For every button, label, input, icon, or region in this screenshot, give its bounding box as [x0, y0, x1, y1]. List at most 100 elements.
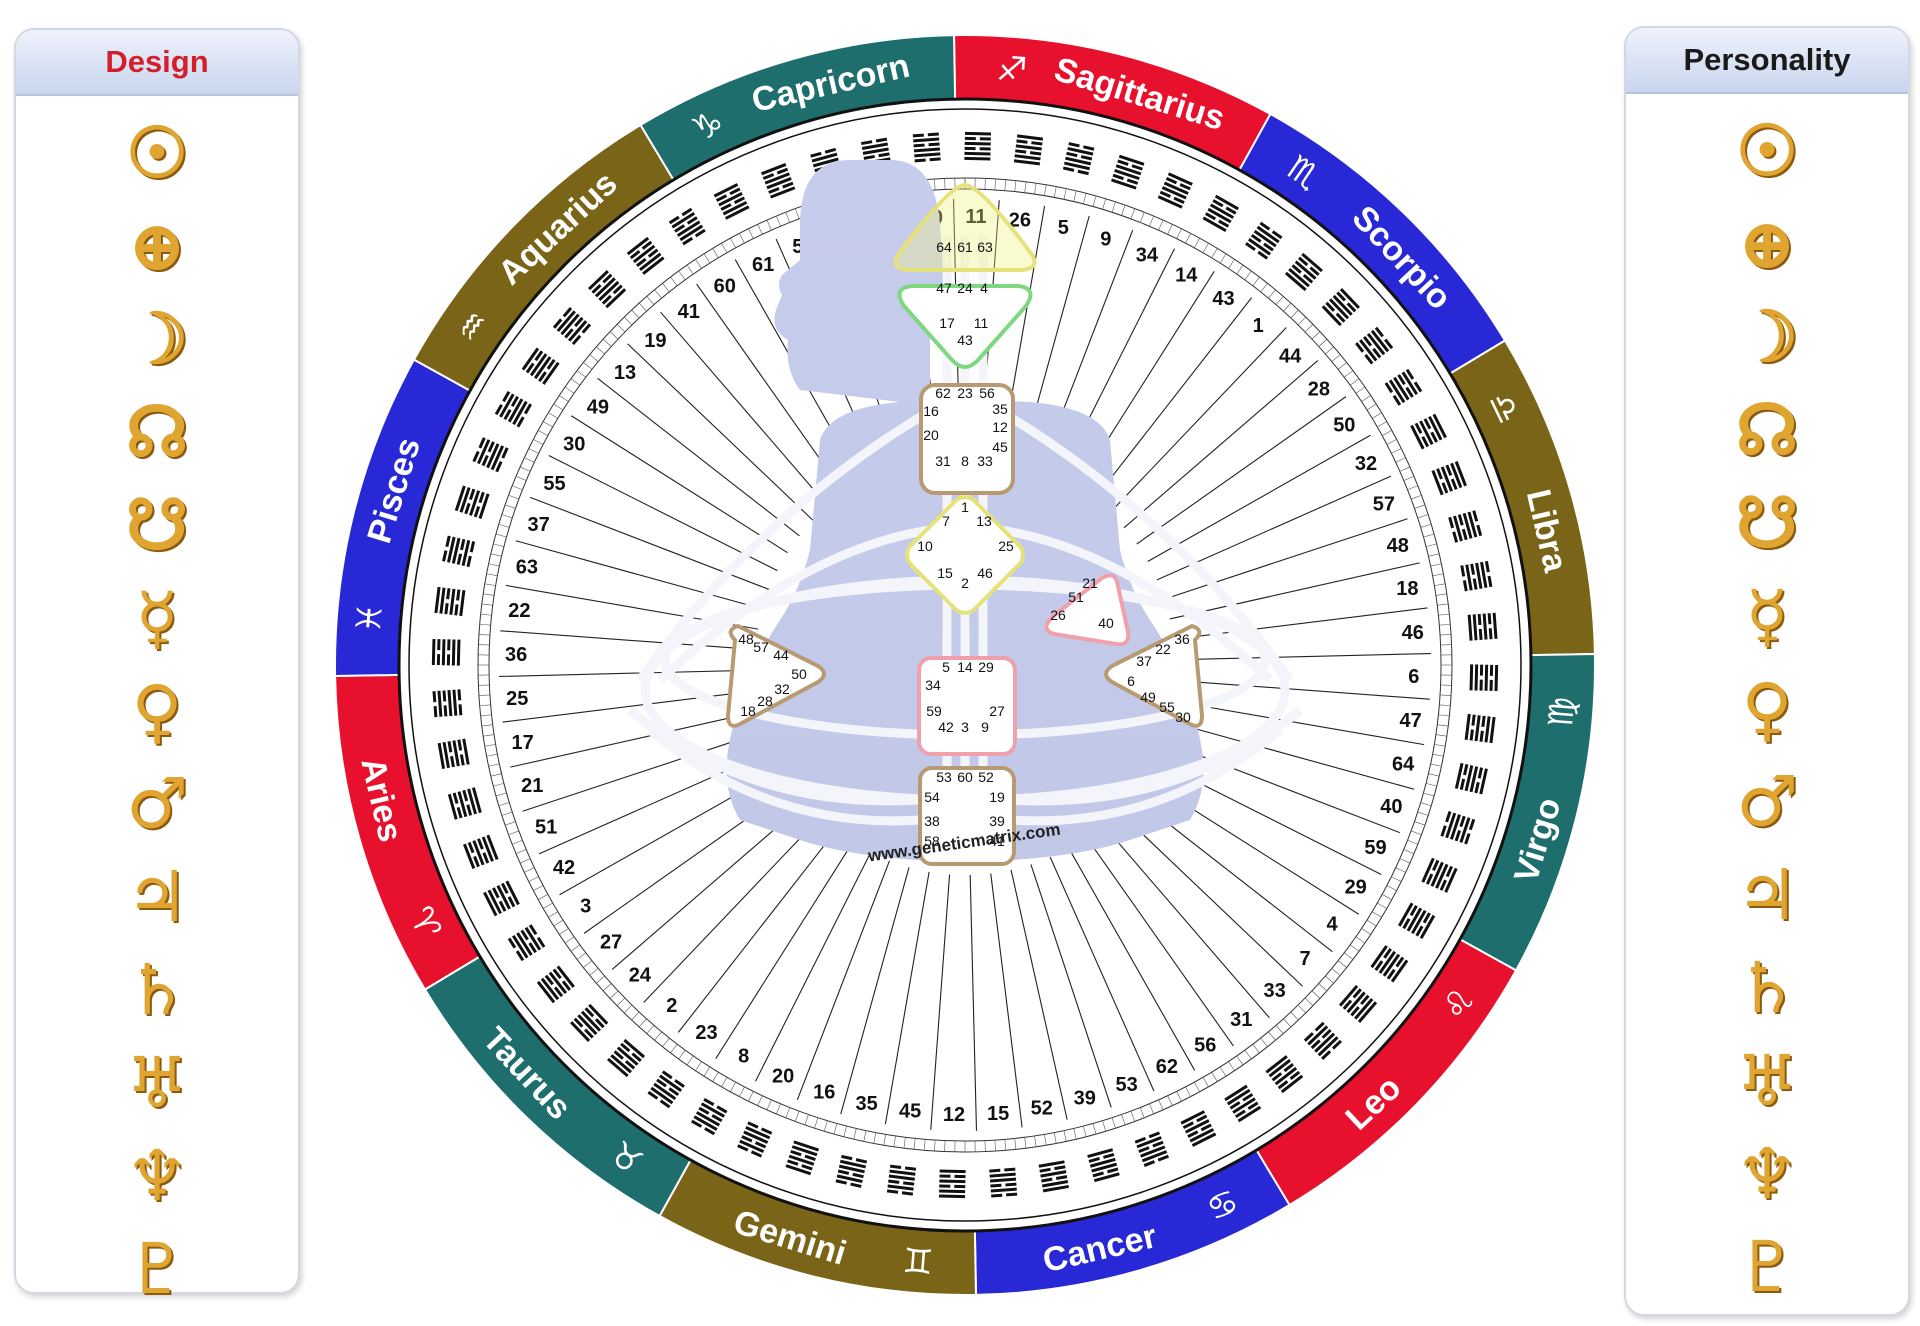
gate-number: 45 — [899, 1101, 921, 1123]
hexagram-icon — [447, 787, 482, 820]
sacral-center — [917, 656, 1017, 756]
gate-number: 33 — [1264, 980, 1286, 1002]
solar-plexus-gate-label: 49 — [1140, 689, 1156, 705]
gate-number: 63 — [516, 557, 538, 579]
moon-icon: ☽ — [125, 297, 189, 380]
head-gate-label: 63 — [977, 239, 993, 255]
hexagram-icon — [1431, 460, 1467, 496]
gate-number: 25 — [506, 688, 528, 710]
g-gate-label: 15 — [937, 565, 953, 581]
personality-panel: Personality ☉⊕☽☊☋☿♀♂♃♄♅♆♇ — [1624, 26, 1910, 1316]
degree-tick-ring — [477, 177, 1453, 1153]
solar-plexus-gate-label: 30 — [1175, 709, 1191, 725]
saturn-icon: ♄ — [1735, 946, 1799, 1029]
gate-spoke — [796, 860, 890, 1100]
gate-spoke — [1169, 562, 1420, 620]
mercury-icon: ☿ — [135, 576, 179, 659]
saturn-icon: ♄ — [125, 948, 189, 1031]
head-center — [893, 182, 1037, 272]
gate-number: 31 — [1230, 1009, 1252, 1031]
hexagram-icon — [1469, 664, 1499, 692]
gate-number: 46 — [1402, 622, 1424, 644]
venus-icon: ♀ — [1741, 667, 1793, 750]
root-gate-label: 39 — [989, 813, 1005, 829]
gate-number: 35 — [856, 1093, 878, 1115]
gate-spoke — [1010, 869, 1068, 1120]
gate-number: 2 — [666, 995, 677, 1017]
hexagram-icon — [989, 1167, 1018, 1198]
throat-gate-label: 23 — [957, 385, 973, 401]
hexagram-icon — [1384, 368, 1423, 406]
gate-spoke — [1049, 856, 1155, 1092]
gate-spoke — [522, 730, 766, 812]
hexagram-icon — [1284, 252, 1323, 292]
gate-spoke — [715, 842, 854, 1060]
gate-spoke — [1109, 327, 1287, 514]
gate-number: 57 — [1373, 493, 1395, 515]
gate-spoke — [990, 873, 1023, 1128]
throat-gate-label: 12 — [992, 419, 1008, 435]
gate-number: 37 — [528, 514, 550, 536]
sacral-gate-label: 42 — [938, 719, 954, 735]
inner-border — [408, 108, 1522, 1222]
throat-gate-label: 33 — [977, 453, 993, 469]
head-gate-label: 64 — [936, 239, 952, 255]
mars-icon: ♂ — [125, 762, 189, 845]
hexagram-icon — [552, 307, 592, 346]
gate-number: 18 — [1396, 578, 1418, 600]
neptune-icon: ♆ — [125, 1134, 189, 1217]
hexagram-icon — [737, 1121, 773, 1158]
gate-number: 30 — [563, 434, 585, 456]
head-gate-label: 61 — [957, 239, 973, 255]
gate-number: 43 — [1212, 288, 1234, 310]
hexagram-icon — [1321, 288, 1360, 327]
g-center — [905, 495, 1025, 615]
g-gate-label: 25 — [998, 538, 1014, 554]
gate-number: 3 — [580, 895, 591, 917]
hexagram-icon — [483, 880, 520, 917]
hexagram-icon — [1410, 413, 1447, 450]
hexagram-icon — [1454, 762, 1488, 795]
hexagram-icon — [1464, 713, 1496, 744]
root-gate-label: 58 — [924, 833, 940, 849]
sacral-gate-label: 59 — [926, 703, 942, 719]
north-node-icon: ☊ — [1735, 388, 1799, 471]
ajna-gate-label: 47 — [936, 280, 952, 296]
gate-number: 9 — [1100, 229, 1111, 251]
jupiter-icon: ♃ — [125, 855, 189, 938]
gate-number: 1 — [1253, 315, 1264, 337]
design-panel-title: Design — [16, 30, 298, 96]
spleen-gate-label: 18 — [740, 703, 756, 719]
hexagram-icon — [1180, 1110, 1217, 1147]
sacral-gate-label: 27 — [989, 703, 1005, 719]
root-gate-label: 60 — [957, 769, 973, 785]
heart-gate-label: 26 — [1050, 607, 1066, 623]
gate-number: 26 — [1009, 209, 1031, 231]
gate-number: 39 — [1074, 1088, 1096, 1110]
gate-number: 56 — [1194, 1034, 1216, 1056]
gate-spoke — [1136, 396, 1347, 545]
throat-gate-label: 8 — [961, 453, 969, 469]
g-gate-label: 46 — [977, 565, 993, 581]
gate-number: 61 — [752, 254, 774, 276]
solar-plexus-gate-label: 36 — [1174, 631, 1190, 647]
g-gate-label: 10 — [917, 538, 933, 554]
gate-number: 42 — [553, 857, 575, 879]
spleen-gate-label: 44 — [773, 647, 789, 663]
virgo-glyph-icon: ♍ — [1541, 695, 1583, 729]
hexagram-icon — [964, 131, 992, 161]
hexagram-icon — [1448, 510, 1483, 543]
hexagram-icon — [1111, 154, 1145, 190]
gate-number: 11 — [965, 206, 986, 228]
uranus-icon: ♅ — [125, 1041, 189, 1124]
hexagram-icon — [1157, 172, 1193, 209]
hexagram-icon — [1038, 1160, 1069, 1193]
sacral-gate-label: 5 — [942, 659, 950, 675]
hexagram-icon — [536, 965, 575, 1004]
gate-number: 48 — [1387, 535, 1409, 557]
gate-number: 47 — [1400, 710, 1422, 732]
hexagram-icon — [1087, 1148, 1120, 1183]
ajna-gate-label: 24 — [957, 280, 973, 296]
